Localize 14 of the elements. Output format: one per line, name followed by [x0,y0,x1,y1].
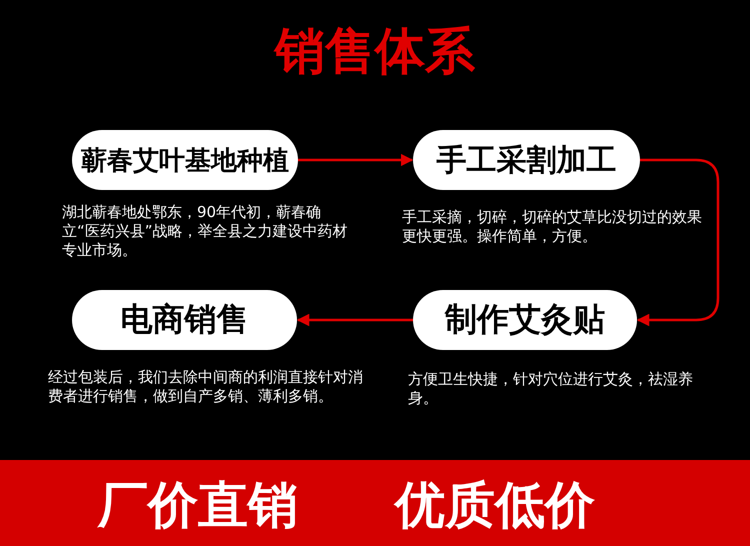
arrow [298,154,414,166]
slogan: 厂价直销 [98,474,298,536]
arrow [636,158,720,326]
title: 销售体系 [272,20,476,82]
step-description: 方便卫生快捷，针对穴位进行艾灸，祛湿养身。 [408,370,694,408]
step-description: 湖北蕲春地处鄂东，90年代初，蕲春确立“医药兴县”战略，举全县之力建设中药材专业市场。 [62,203,349,260]
step-title: 制作艾灸贴 [445,299,605,340]
step-description: 手工采摘，切碎，切碎的艾草比没切过的效果更快更强。操作简单，方便。 [402,208,702,246]
step-title: 电商销售 [120,299,248,340]
step-title: 蕲春艾叶基地种植 [81,144,289,178]
slogan: 优质低价 [395,474,595,536]
arrow [296,314,413,326]
step-description: 经过包装后，我们去除中间商的利润直接针对消费者进行销售，做到自产多销、薄利多销。 [48,368,364,406]
step-title: 手工采割加工 [436,142,616,180]
